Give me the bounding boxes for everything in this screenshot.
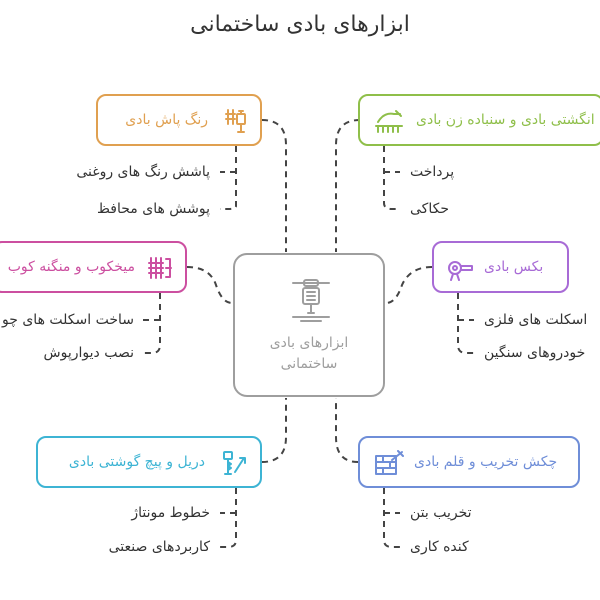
connector-sander [335,119,361,252]
center-label: ابزارهای بادی ساختمانی [269,335,349,372]
drill-item-2: کاربردهای صنعتی [108,539,210,555]
connector-hammer [335,398,359,463]
branch-hammer-label: چکش تخریب و قلم بادی [414,454,558,470]
center-node: ابزارهای بادی ساختمانی [233,253,385,397]
nailer-item-2: نصب دیوارپوش [43,345,134,361]
connector-paint [261,119,287,252]
branch-gun-box: بکس بادی [432,241,569,293]
branch-drill-label: دریل و پیچ گوشتی بادی [68,454,205,470]
paint-item-1: پاشش رنگ های روغنی [76,164,210,180]
branch-paint-box: رنگ پاش بادی [96,94,262,146]
paint-sprayer-icon [222,108,248,134]
nailer-icon [147,255,173,281]
branch-hammer-box: چکش تخریب و قلم بادی [358,436,580,488]
diagram-title: ابزارهای بادی ساختمانی [190,12,410,37]
branch-sander-label: انگشتی بادی و سنباده زن بادی [416,112,595,128]
connector-drill [261,398,287,463]
branch-paint-label: رنگ پاش بادی [125,112,208,128]
connector-gun [385,266,433,304]
branch-nailer-box: میخکوب و منگنه کوب [0,241,187,293]
branch-drill-box: دریل و پیچ گوشتی بادی [36,436,262,488]
branch-nailer-label: میخکوب و منگنه کوب [7,259,135,275]
demolition-hammer-icon [374,450,404,476]
connector-nailer [186,266,233,304]
drill-icon [220,450,246,476]
jackhammer-icon [289,277,333,327]
connector-sander-items [383,146,400,210]
connector-paint-items [220,146,237,210]
hammer-item-2: کنده کاری [410,539,469,555]
hammer-item-1: تخریب بتن [410,505,472,521]
drill-item-1: خطوط مونتاژ [131,505,210,521]
paint-item-2: پوشش های محافظ [97,201,210,217]
connector-hammer-items [383,488,400,548]
branch-gun-label: بکس بادی [484,259,544,275]
connector-gun-items [457,293,474,354]
sander-icon [374,108,403,134]
branch-sander-box: انگشتی بادی و سنباده زن بادی [358,94,600,146]
gun-item-2: خودروهای سنگین [484,345,586,361]
connector-drill-items [220,488,237,548]
sander-item-2: حکاکی [410,201,449,217]
nailer-item-1: ساخت اسکلت های چو [2,312,134,328]
impact-wrench-icon [446,255,473,281]
connector-nailer-items [142,293,161,354]
gun-item-1: اسکلت های فلزی [484,312,588,328]
sander-item-1: پرداخت [410,164,455,180]
